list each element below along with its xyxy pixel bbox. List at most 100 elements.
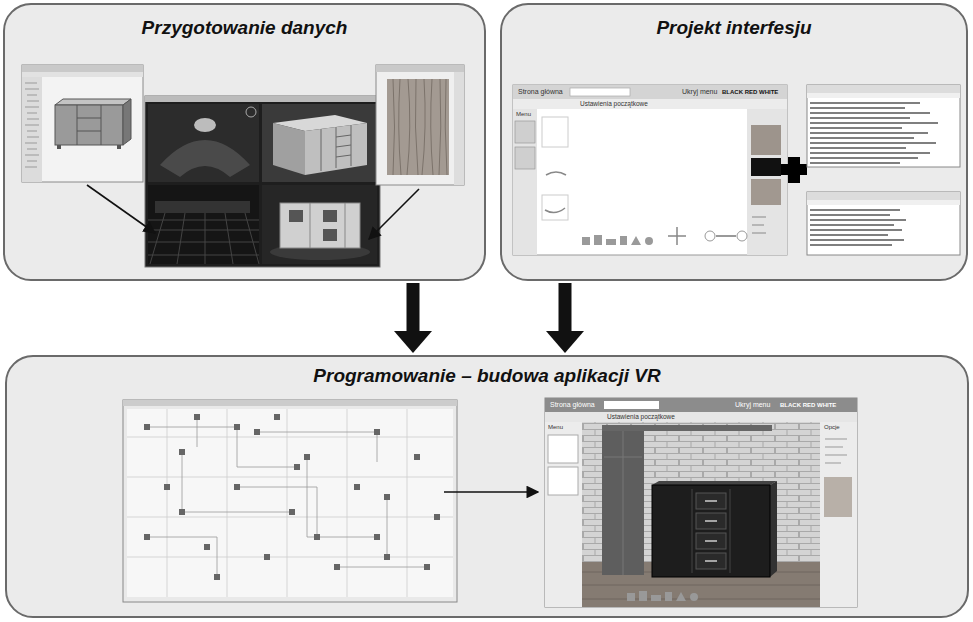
cad-viewports bbox=[289, 210, 303, 222]
screen-text: Ukryj menu bbox=[682, 88, 717, 95]
cad-viewports bbox=[280, 203, 360, 248]
data-preparation-illustration bbox=[5, 5, 484, 279]
flow-arrow bbox=[444, 492, 538, 493]
cad-viewports bbox=[273, 123, 305, 175]
flow-arrow bbox=[87, 185, 419, 239]
label-anchor: Ustawienia początkowe bbox=[607, 414, 675, 421]
interface-mockup bbox=[705, 231, 715, 241]
vr-app-screenshot bbox=[545, 398, 857, 412]
texture-screenshot bbox=[454, 72, 464, 185]
notepad-window bbox=[807, 85, 960, 167]
screen-text: Strona główna bbox=[518, 88, 563, 95]
notepad-window bbox=[810, 210, 906, 245]
interface-mockup bbox=[513, 85, 787, 255]
panel-heading: Programowanie – budowa aplikacji VR bbox=[7, 365, 967, 388]
texture-screenshot bbox=[376, 65, 464, 72]
cad-screenshot bbox=[117, 145, 121, 149]
vr-app-screenshot bbox=[705, 501, 717, 561]
cad-screenshot bbox=[22, 65, 143, 182]
plus-sign bbox=[781, 157, 807, 183]
texture-screenshot bbox=[376, 65, 464, 185]
interface-mockup bbox=[747, 109, 787, 255]
cad-screenshot bbox=[57, 145, 61, 149]
notepad-window bbox=[807, 200, 960, 205]
texture-screenshot bbox=[387, 79, 449, 175]
interface-mockup bbox=[737, 231, 747, 241]
cad-viewports bbox=[246, 107, 256, 117]
cad-screenshot bbox=[22, 72, 143, 77]
vr-app-screenshot bbox=[652, 485, 770, 577]
notepad-window bbox=[807, 85, 960, 167]
vr-app-screenshot bbox=[602, 425, 772, 431]
node-graph-screenshot bbox=[123, 400, 457, 602]
flow-arrow bbox=[444, 491, 538, 493]
arrow-head bbox=[546, 331, 584, 353]
vr-app-screenshot bbox=[548, 467, 578, 495]
vr-app-screenshot bbox=[820, 422, 857, 607]
interface-mockup bbox=[751, 158, 781, 176]
label-anchor: BLACK RED WHITE bbox=[780, 402, 836, 408]
cad-viewports bbox=[262, 185, 377, 264]
block-arrow bbox=[394, 283, 432, 353]
interface-mockup bbox=[513, 85, 787, 255]
notepad-window bbox=[807, 192, 960, 255]
vr-app-screenshot bbox=[582, 422, 820, 607]
cad-viewports bbox=[321, 125, 351, 171]
label-anchor: Strona główna bbox=[550, 401, 595, 408]
interface-mockup bbox=[545, 208, 565, 213]
vr-app-screenshot bbox=[604, 431, 642, 575]
vr-app-illustration bbox=[7, 357, 967, 616]
cad-viewports bbox=[145, 96, 380, 267]
interface-mockup bbox=[751, 125, 781, 155]
label-anchor: Opcje bbox=[824, 424, 840, 430]
interface-mockup bbox=[513, 109, 537, 255]
screen-text: BLACK RED WHITE bbox=[780, 402, 836, 408]
screen-text: Ustawienia początkowe bbox=[580, 101, 648, 108]
interface-mockup bbox=[513, 85, 787, 99]
arrow-shaft bbox=[407, 283, 420, 331]
node-graph-screenshot bbox=[127, 409, 453, 597]
label-anchor: Ustawienia początkowe bbox=[580, 101, 648, 108]
screen-text: Strona główna bbox=[550, 401, 595, 408]
interface-illustration bbox=[502, 5, 966, 279]
interface-mockup bbox=[515, 147, 535, 169]
interface-mockup bbox=[582, 235, 653, 245]
cad-viewports bbox=[323, 229, 337, 241]
vr-app-screenshot bbox=[545, 398, 857, 607]
cad-screenshot bbox=[55, 105, 123, 145]
node-graph-screenshot bbox=[123, 400, 457, 602]
block-arrow bbox=[546, 283, 584, 353]
label-anchor: Ukryj menu bbox=[735, 401, 770, 408]
vr-app-screenshot bbox=[545, 412, 857, 422]
label-anchor: Ukryj menu bbox=[682, 88, 717, 95]
cad-viewports bbox=[323, 210, 337, 222]
texture-screenshot bbox=[393, 79, 447, 175]
cad-viewports bbox=[145, 96, 380, 102]
cad-screenshot bbox=[77, 105, 101, 145]
interface-mockup bbox=[752, 217, 766, 233]
cad-viewports bbox=[310, 203, 345, 248]
panel: Przygotowanie danych bbox=[3, 3, 486, 281]
vr-app-screenshot bbox=[545, 398, 857, 607]
panel-heading: Projekt interfesju bbox=[502, 17, 966, 40]
cad-screenshot bbox=[55, 99, 131, 105]
interface-mockup bbox=[570, 88, 630, 96]
notepad-window bbox=[807, 85, 960, 93]
cad-viewports bbox=[155, 201, 250, 213]
interface-mockup bbox=[542, 195, 568, 220]
interface-mockup bbox=[515, 121, 535, 143]
screen-text: Ukryj menu bbox=[735, 401, 770, 408]
vr-app-screenshot bbox=[627, 591, 698, 601]
cad-viewports bbox=[148, 213, 259, 264]
vr-app-screenshot bbox=[548, 435, 578, 463]
label-anchor: Menu bbox=[548, 424, 563, 430]
vr-app-screenshot bbox=[825, 439, 847, 463]
interface-mockup bbox=[751, 179, 781, 205]
vr-app-screenshot bbox=[824, 477, 852, 517]
screen-text: Opcje bbox=[824, 424, 840, 430]
vr-app-screenshot bbox=[770, 481, 777, 577]
flow-arrow bbox=[87, 185, 155, 233]
cad-viewports bbox=[148, 104, 259, 182]
arrow-head bbox=[394, 331, 432, 353]
